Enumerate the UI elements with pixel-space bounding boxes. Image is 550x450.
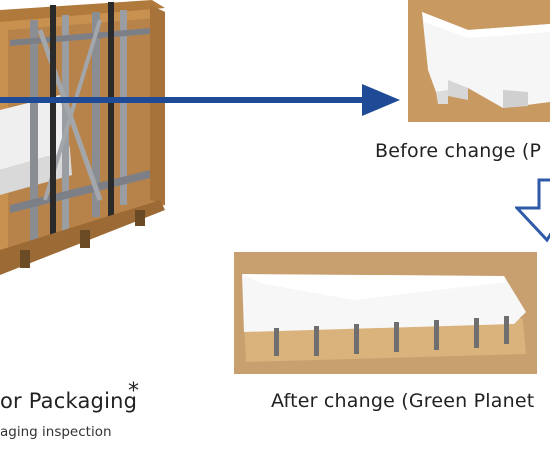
arrow-down-icon bbox=[515, 178, 550, 248]
after-change-caption: After change (Green Planet bbox=[271, 390, 535, 412]
arrow-right-icon bbox=[0, 80, 400, 120]
crate-photo bbox=[0, 0, 165, 280]
before-change-caption: Before change (P bbox=[375, 140, 542, 162]
before-change-photo bbox=[408, 0, 550, 122]
after-change-photo bbox=[234, 252, 537, 374]
packaging-caption: or Packaging bbox=[0, 389, 138, 413]
asterisk-footnote-mark: * bbox=[128, 379, 139, 404]
packaging-subcaption: aging inspection bbox=[0, 424, 112, 440]
